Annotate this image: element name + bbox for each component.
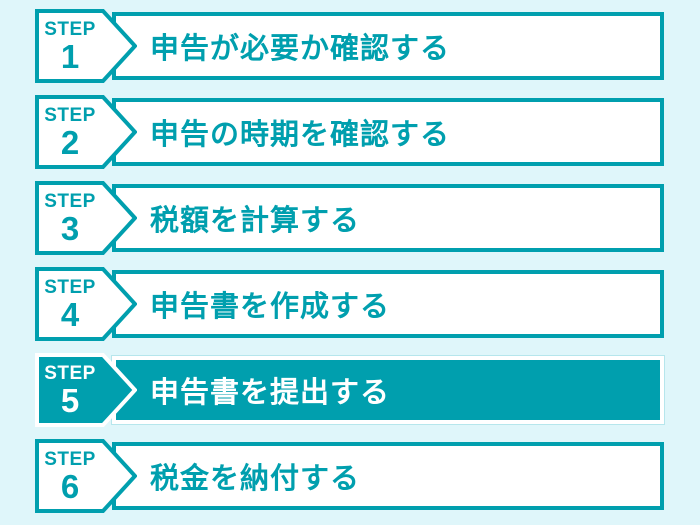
step-badge-1: STEP 1 xyxy=(35,9,137,83)
step-word: STEP xyxy=(44,190,96,212)
arrow-badge-icon xyxy=(35,439,137,513)
step-word: STEP xyxy=(44,104,96,126)
step-number: 2 xyxy=(60,123,80,161)
step-word: STEP xyxy=(44,18,96,40)
step-title: 税額を計算する xyxy=(150,205,361,237)
step-title: 申告の時期を確認する xyxy=(150,119,451,151)
arrow-badge-icon xyxy=(35,267,137,341)
step-bar-1: 申告が必要か確認する xyxy=(112,12,664,80)
step-badge-6: STEP 6 xyxy=(35,439,137,513)
step-row-6: STEP 6 税金を納付する xyxy=(35,439,664,513)
step-row-4: STEP 4 申告書を作成する xyxy=(35,267,664,341)
step-badge-text: STEP 3 xyxy=(35,181,105,255)
step-number: 4 xyxy=(60,295,80,333)
step-word: STEP xyxy=(44,276,96,298)
step-title: 税金を納付する xyxy=(150,463,361,495)
arrow-badge-icon xyxy=(35,353,137,427)
step-badge-text: STEP 1 xyxy=(35,9,105,83)
step-row-3: STEP 3 税額を計算する xyxy=(35,181,664,255)
step-number: 3 xyxy=(60,209,80,247)
step-row-5: STEP 5 申告書を提出する xyxy=(35,353,664,427)
step-badge-text: STEP 5 xyxy=(35,353,105,427)
step-badge-3: STEP 3 xyxy=(35,181,137,255)
step-row-2: STEP 2 申告の時期を確認する xyxy=(35,95,664,169)
step-bar-2: 申告の時期を確認する xyxy=(112,98,664,166)
step-badge-4: STEP 4 xyxy=(35,267,137,341)
arrow-badge-icon xyxy=(35,95,137,169)
step-row-1: STEP 1 申告が必要か確認する xyxy=(35,9,664,83)
step-word: STEP xyxy=(44,362,96,384)
arrow-badge-icon xyxy=(35,181,137,255)
steps-diagram: STEP 1 申告が必要か確認する STEP 2 申告の時期を確認する xyxy=(35,9,664,513)
step-badge-text: STEP 4 xyxy=(35,267,105,341)
step-title: 申告が必要か確認する xyxy=(150,33,451,65)
step-title: 申告書を提出する xyxy=(150,377,391,409)
step-badge-text: STEP 6 xyxy=(35,439,105,513)
step-badge-5: STEP 5 xyxy=(35,353,137,427)
step-bar-3: 税額を計算する xyxy=(112,184,664,252)
step-bar-4: 申告書を作成する xyxy=(112,270,664,338)
step-number: 5 xyxy=(60,381,80,419)
step-badge-2: STEP 2 xyxy=(35,95,137,169)
step-number: 1 xyxy=(60,37,80,75)
step-badge-text: STEP 2 xyxy=(35,95,105,169)
step-bar-6: 税金を納付する xyxy=(112,442,664,510)
step-number: 6 xyxy=(60,467,80,505)
step-title: 申告書を作成する xyxy=(150,291,391,323)
arrow-badge-icon xyxy=(35,9,137,83)
step-word: STEP xyxy=(44,448,96,470)
step-bar-5: 申告書を提出する xyxy=(112,356,664,424)
